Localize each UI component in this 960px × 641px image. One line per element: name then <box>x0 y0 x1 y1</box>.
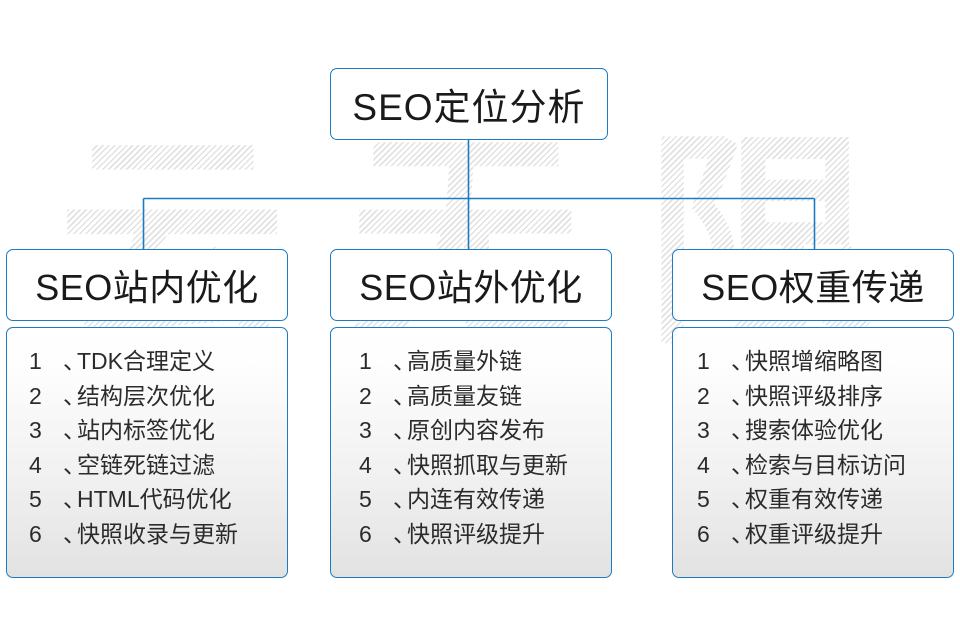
list-item-index: 3 <box>29 417 42 444</box>
list-item-label: 高质量友链 <box>407 382 522 409</box>
list-item[interactable]: 6 、快照评级提升 <box>359 517 611 552</box>
list-item-label: 快照增缩略图 <box>745 348 883 374</box>
node-root-label: SEO定位分析 <box>352 87 586 128</box>
list-item[interactable]: 5 、权重有效传递 <box>697 482 953 517</box>
list-item[interactable]: 5 、HTML代码优化 <box>29 482 287 517</box>
list-item-separator: 、 <box>393 486 416 513</box>
list-item-separator: 、 <box>731 486 754 513</box>
list-item-separator: 、 <box>393 520 416 547</box>
node-root-header[interactable]: SEO定位分析 <box>330 68 608 140</box>
list-item-label: 结构层次优化 <box>77 382 215 409</box>
list-item[interactable]: 1 、快照增缩略图 <box>697 344 953 379</box>
list-item[interactable]: 1 、高质量外链 <box>359 344 611 379</box>
list-item-index: 6 <box>29 520 42 547</box>
list-item-separator: 、 <box>63 348 86 374</box>
item-list-seo-weight: 1、快照增缩略图 2、快照评级排序 3、搜索体验优化 4、检索与目标访问 5、权… <box>673 344 953 552</box>
list-item-label: 内连有效传递 <box>407 486 545 513</box>
list-item-index: 1 <box>697 348 710 374</box>
list-item-index: 3 <box>697 417 710 444</box>
column-body-seo-weight: 1、快照增缩略图 2、快照评级排序 3、搜索体验优化 4、检索与目标访问 5、权… <box>672 327 954 578</box>
list-item-separator: 、 <box>731 451 754 478</box>
list-item[interactable]: 6 、权重评级提升 <box>697 517 953 552</box>
list-item-index: 4 <box>359 451 372 478</box>
list-item[interactable]: 2 、结构层次优化 <box>29 379 287 414</box>
list-item-index: 4 <box>697 451 710 478</box>
item-list-seo-offsite: 1、高质量外链 2、高质量友链 3、原创内容发布 4、快照抓取与更新 5、内连有… <box>331 344 611 552</box>
node-root[interactable]: SEO定位分析 <box>330 68 608 140</box>
column-header-seo-weight[interactable]: SEO权重传递 <box>672 249 954 321</box>
list-item-index: 6 <box>697 520 710 547</box>
list-item-separator: 、 <box>63 382 86 409</box>
list-item-index: 2 <box>697 382 710 409</box>
list-item-separator: 、 <box>393 451 416 478</box>
watermark-char-1: 云 <box>58 110 292 376</box>
column-header-seo-onsite[interactable]: SEO站内优化 <box>6 249 288 321</box>
item-list-seo-onsite: 1、TDK合理定义 2、结构层次优化 3、站内标签优化 4、空链死链过滤 5、H… <box>7 344 287 552</box>
list-item-index: 2 <box>29 382 42 409</box>
list-item[interactable]: 3 、站内标签优化 <box>29 413 287 448</box>
list-item-separator: 、 <box>731 382 754 409</box>
list-item-index: 2 <box>359 382 372 409</box>
column-header-label: SEO权重传递 <box>701 267 925 308</box>
list-item[interactable]: 4 、快照抓取与更新 <box>359 448 611 483</box>
list-item[interactable]: 3 、原创内容发布 <box>359 413 611 448</box>
list-item[interactable]: 5 、内连有效传递 <box>359 482 611 517</box>
list-item-separator: 、 <box>731 348 754 374</box>
column-header-label: SEO站内优化 <box>35 267 259 308</box>
list-item[interactable]: 3 、搜索体验优化 <box>697 413 953 448</box>
list-item[interactable]: 2 、高质量友链 <box>359 379 611 414</box>
list-item-label: TDK合理定义 <box>77 348 215 374</box>
list-item-label: 高质量外链 <box>407 348 522 374</box>
list-item-index: 3 <box>359 417 372 444</box>
list-item-index: 5 <box>697 486 710 513</box>
list-item-label: 站内标签优化 <box>77 417 215 444</box>
list-item-separator: 、 <box>393 417 416 444</box>
list-item-label: 原创内容发布 <box>407 417 545 444</box>
column-body-seo-offsite: 1、高质量外链 2、高质量友链 3、原创内容发布 4、快照抓取与更新 5、内连有… <box>330 327 612 578</box>
list-item-label: 检索与目标访问 <box>745 451 906 478</box>
list-item-separator: 、 <box>63 417 86 444</box>
list-item[interactable]: 1 、TDK合理定义 <box>29 344 287 379</box>
list-item-label: HTML代码优化 <box>77 486 232 513</box>
column-header-label: SEO站外优化 <box>359 267 583 308</box>
list-item-separator: 、 <box>63 451 86 478</box>
list-item-label: 搜索体验优化 <box>745 417 883 444</box>
list-item-label: 快照评级提升 <box>407 520 545 547</box>
list-item-label: 快照评级排序 <box>745 382 883 409</box>
list-item-separator: 、 <box>393 348 416 374</box>
list-item[interactable]: 4 、检索与目标访问 <box>697 448 953 483</box>
list-item-index: 6 <box>359 520 372 547</box>
list-item-index: 1 <box>359 348 372 374</box>
list-item-index: 1 <box>29 348 42 374</box>
column-header-seo-offsite[interactable]: SEO站外优化 <box>330 249 612 321</box>
list-item-label: 快照抓取与更新 <box>407 451 568 478</box>
list-item-label: 快照收录与更新 <box>77 520 238 547</box>
list-item-separator: 、 <box>393 382 416 409</box>
list-item-index: 5 <box>29 486 42 513</box>
list-item-separator: 、 <box>731 520 754 547</box>
list-item-label: 权重有效传递 <box>745 486 883 513</box>
watermark-char-2: 无 <box>351 110 585 376</box>
list-item-separator: 、 <box>731 417 754 444</box>
list-item-label: 权重评级提升 <box>745 520 883 547</box>
list-item-label: 空链死链过滤 <box>77 451 215 478</box>
watermark-char-3: 限 <box>644 110 878 376</box>
list-item[interactable]: 6 、快照收录与更新 <box>29 517 287 552</box>
column-body-seo-onsite: 1、TDK合理定义 2、结构层次优化 3、站内标签优化 4、空链死链过滤 5、H… <box>6 327 288 578</box>
list-item-index: 5 <box>359 486 372 513</box>
list-item-separator: 、 <box>63 486 86 513</box>
list-item[interactable]: 4 、空链死链过滤 <box>29 448 287 483</box>
list-item-index: 4 <box>29 451 42 478</box>
list-item-separator: 、 <box>63 520 86 547</box>
list-item[interactable]: 2 、快照评级排序 <box>697 379 953 414</box>
